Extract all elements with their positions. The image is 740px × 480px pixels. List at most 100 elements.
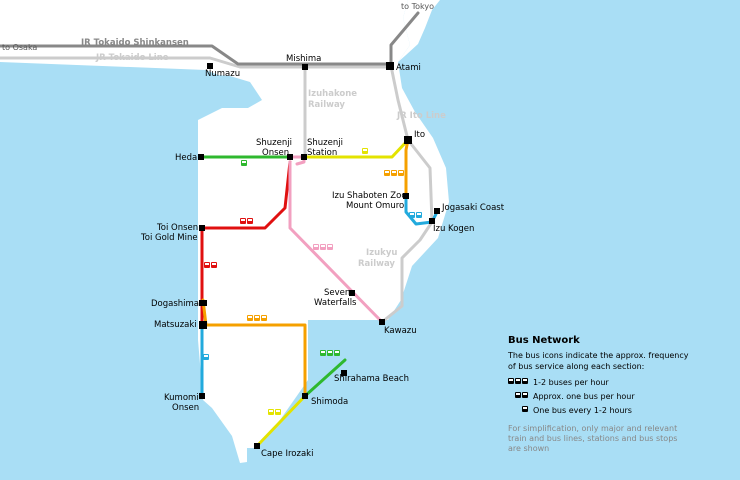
bus-icons-shuzenji-ito bbox=[362, 148, 368, 154]
ito-line-label: JR Ito Line bbox=[396, 111, 446, 121]
ito-line bbox=[389, 64, 410, 142]
bus-icons-shaboten-izukogen bbox=[409, 212, 422, 218]
label-heda: Heda bbox=[175, 153, 197, 163]
bus-shimoda-shirahama bbox=[303, 358, 347, 398]
label-dogashima: Dogashima bbox=[151, 299, 199, 309]
station-dot-toi bbox=[199, 225, 205, 231]
label-seven-waterfalls-1: Seven bbox=[324, 288, 350, 298]
bus-window bbox=[248, 316, 252, 318]
legend-item-2: Approx. one bus per hour bbox=[533, 392, 635, 401]
bus-window bbox=[242, 161, 246, 163]
station-dot-kumomi bbox=[199, 393, 205, 399]
bus-window bbox=[516, 393, 520, 395]
bus-window bbox=[212, 263, 216, 265]
bus-window bbox=[204, 355, 208, 357]
label-shirahama: Shirahama Beach bbox=[334, 374, 409, 384]
legend-bus-icon-2 bbox=[515, 392, 528, 398]
legend-description-2: of bus service along each section: bbox=[508, 362, 644, 371]
label-ito: Ito bbox=[414, 130, 425, 140]
tokaido-line-label: JR Tokaido Line bbox=[95, 53, 169, 63]
bus-icons-shuzenji-toi bbox=[240, 218, 253, 224]
bus-icons-shimoda-shirahama bbox=[320, 350, 340, 356]
label-izukogen: Izu Kogen bbox=[433, 224, 474, 234]
legend-note-1: For simplification, only major and relev… bbox=[508, 424, 677, 433]
bus-window bbox=[205, 263, 209, 265]
legend-bus-icon-1 bbox=[522, 406, 528, 412]
label-shaboten-1: Izu Shaboten Zoo bbox=[332, 191, 407, 201]
label-shuzenji-station-1: Shuzenji bbox=[307, 138, 343, 148]
bus-window bbox=[523, 407, 527, 409]
label-shimoda: Shimoda bbox=[311, 397, 348, 407]
station-dot-dogashima bbox=[199, 300, 207, 306]
station-dot-ito bbox=[404, 136, 412, 144]
label-matsuzaki: Matsuzaki bbox=[154, 320, 197, 330]
bus-shuzenji-toi bbox=[200, 160, 292, 230]
land bbox=[0, 0, 449, 463]
izukyu-label-2: Railway bbox=[358, 259, 395, 269]
izukyu-railway bbox=[380, 138, 434, 324]
station-dots bbox=[198, 62, 440, 449]
bus-window bbox=[523, 379, 527, 381]
station-dot-izukogen bbox=[429, 218, 435, 224]
bus-window bbox=[509, 379, 513, 381]
bus-window bbox=[314, 245, 318, 247]
tokaido-shinkansen bbox=[0, 11, 420, 66]
bus-icons bbox=[203, 148, 422, 415]
izukyu-label-1: Izukyu bbox=[366, 248, 397, 258]
label-kumomi-1: Kumomi bbox=[164, 393, 199, 403]
legend-title: Bus Network bbox=[508, 335, 580, 346]
bus-window bbox=[328, 245, 332, 247]
bus-window bbox=[241, 219, 245, 221]
label-seven-waterfalls-2: Waterfalls bbox=[314, 298, 357, 308]
station-dot-heda bbox=[198, 154, 204, 160]
legend-description-1: The bus icons indicate the approx. frequ… bbox=[507, 351, 689, 360]
bus-window bbox=[363, 149, 367, 151]
station-dot-shuzenji-onsen bbox=[287, 154, 293, 160]
station-dot-seven-waterfalls bbox=[349, 290, 355, 296]
bus-window bbox=[417, 213, 421, 215]
bus-window bbox=[328, 351, 332, 353]
legend-bus-icon-3 bbox=[508, 378, 528, 384]
bus-icons-ito-shaboten bbox=[384, 170, 404, 176]
station-dot-shaboten bbox=[403, 193, 409, 199]
bus-matsuzaki-shimoda bbox=[201, 298, 307, 398]
bus-icons-heda-shuzenji bbox=[241, 160, 247, 166]
station-dot-mishima bbox=[302, 64, 308, 70]
izuhakone-label-2: Railway bbox=[308, 100, 345, 110]
station-dot-matsuzaki bbox=[199, 321, 207, 329]
station-dot-shirahama bbox=[341, 370, 347, 376]
bus-icons-matsuzaki-kumomi bbox=[203, 354, 209, 360]
bus-window bbox=[516, 379, 520, 381]
bus-window bbox=[255, 316, 259, 318]
rail-lines bbox=[0, 11, 434, 324]
station-dot-kawazu bbox=[379, 319, 385, 325]
bus-icons-toi-dogashima bbox=[204, 262, 217, 268]
shinkansen-label: JR Tokaido Shinkansen bbox=[80, 38, 189, 48]
station-dot-shimoda bbox=[302, 393, 308, 399]
label-irozaki: Cape Irozaki bbox=[261, 449, 313, 459]
label-atami: Atami bbox=[396, 63, 421, 73]
legend-bus-glyphs-2 bbox=[515, 392, 528, 398]
to-tokyo-label: to Tokyo bbox=[401, 2, 434, 11]
station-dot-jogasaki bbox=[434, 208, 440, 214]
legend-item-1: 1-2 buses per hour bbox=[533, 378, 609, 387]
label-numazu: Numazu bbox=[205, 69, 240, 79]
tokaido-line bbox=[0, 56, 393, 69]
label-toi-2: Toi Gold Mine bbox=[140, 233, 198, 243]
izuhakone-label-1: Izuhakone bbox=[308, 89, 357, 99]
label-kawazu: Kawazu bbox=[384, 326, 417, 336]
bus-shimoda-irozaki bbox=[255, 394, 307, 448]
label-toi-1: Toi Onsen bbox=[156, 223, 198, 233]
bus-window bbox=[276, 410, 280, 412]
bus-window bbox=[269, 410, 273, 412]
northern-coast bbox=[398, 0, 440, 62]
label-kumomi-2: Onsen bbox=[172, 403, 199, 413]
bus-window bbox=[385, 171, 389, 173]
legend-bus-glyphs-1 bbox=[522, 406, 528, 412]
bus-window bbox=[523, 393, 527, 395]
bus-window bbox=[399, 171, 403, 173]
bus-icons-shuzenji-kawazu bbox=[313, 244, 333, 250]
station-dot-atami bbox=[386, 62, 394, 70]
station-labels: Numazu Mishima Atami Ito Heda Shuzenji O… bbox=[140, 54, 505, 459]
